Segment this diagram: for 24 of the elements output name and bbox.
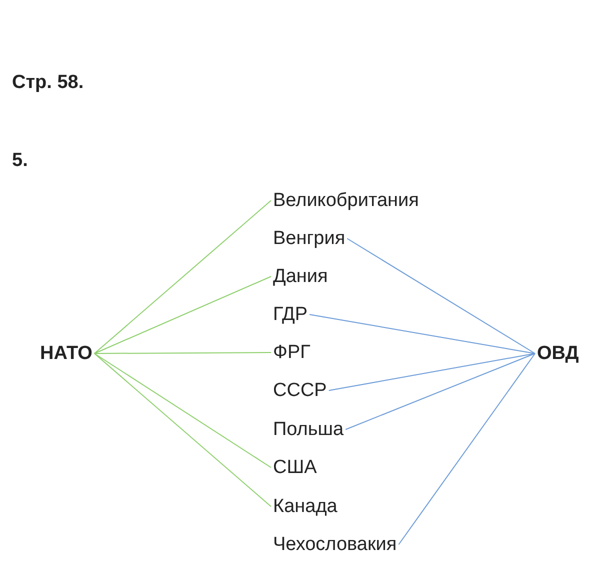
country-label: Чехословакия [273,535,397,554]
country-label: СССР [273,381,327,400]
page-title: Стр. 58. [12,72,84,94]
country-label: ФРГ [273,343,310,362]
connector-line [94,200,272,354]
bloc-label: ОВД [537,344,579,363]
connector-line [345,353,536,430]
connector-line [309,314,536,354]
connector-line [328,353,536,391]
country-label: Великобритания [273,191,419,210]
connector-line [94,352,272,354]
bloc-label: НАТО [40,344,92,363]
country-label: ГДР [273,305,308,324]
task-number: 5. [12,150,28,172]
country-label: Польша [273,420,344,439]
connector-line [94,353,272,507]
connector-line [94,353,272,468]
country-label: Дания [273,267,328,286]
connector-line [94,276,272,354]
connector-line [398,353,536,545]
connector-line [346,238,536,354]
country-label: Венгрия [273,229,346,248]
country-label: Канада [273,497,338,516]
country-label: США [273,458,317,477]
